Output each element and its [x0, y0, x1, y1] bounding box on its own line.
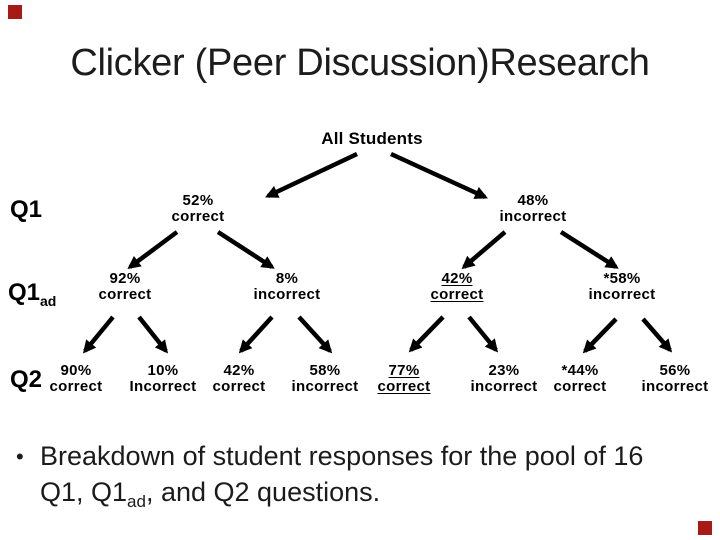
bullet-line2-post: , and Q2 questions. — [145, 477, 381, 507]
row-label-q1: Q1 — [10, 196, 43, 223]
tree-node: 42%correct — [212, 362, 266, 395]
row-label-q1ad: Q1ad — [8, 279, 57, 309]
tree-node: 77%correct — [377, 362, 431, 395]
tree-node: *58%incorrect — [588, 270, 656, 303]
tree-root-all-students: All Students — [321, 129, 423, 148]
bullet-line1: Breakdown of student responses for the p… — [40, 441, 644, 471]
tree-node: *44%correct — [553, 362, 607, 395]
row-label-q2: Q2 — [10, 366, 43, 393]
corner-accent-top-left — [8, 5, 22, 19]
tree-node: 8%incorrect — [253, 270, 321, 303]
tree-node: 92%correct — [98, 270, 152, 303]
tree-node: 23%incorrect — [470, 362, 538, 395]
tree-node: 58%incorrect — [291, 362, 359, 395]
tree-node: 42%correct — [430, 270, 484, 303]
bullet-line2-pre: Q1, Q1 — [40, 477, 128, 507]
slide-title: Clicker (Peer Discussion)Research — [70, 42, 650, 84]
tree-node: 48%incorrect — [499, 192, 567, 225]
tree-node: 90%correct — [49, 362, 103, 395]
bullet-line2-subscript: ad — [127, 492, 146, 511]
bullet-item: • Breakdown of student responses for the… — [16, 438, 710, 510]
bullet-marker: • — [16, 444, 24, 469]
tree-node: 10%Incorrect — [129, 362, 197, 395]
bullet-text: Breakdown of student responses for the p… — [40, 438, 710, 510]
tree-node: 52%correct — [171, 192, 225, 225]
tree-node: 56%incorrect — [641, 362, 709, 395]
corner-accent-bottom-right — [698, 521, 712, 535]
